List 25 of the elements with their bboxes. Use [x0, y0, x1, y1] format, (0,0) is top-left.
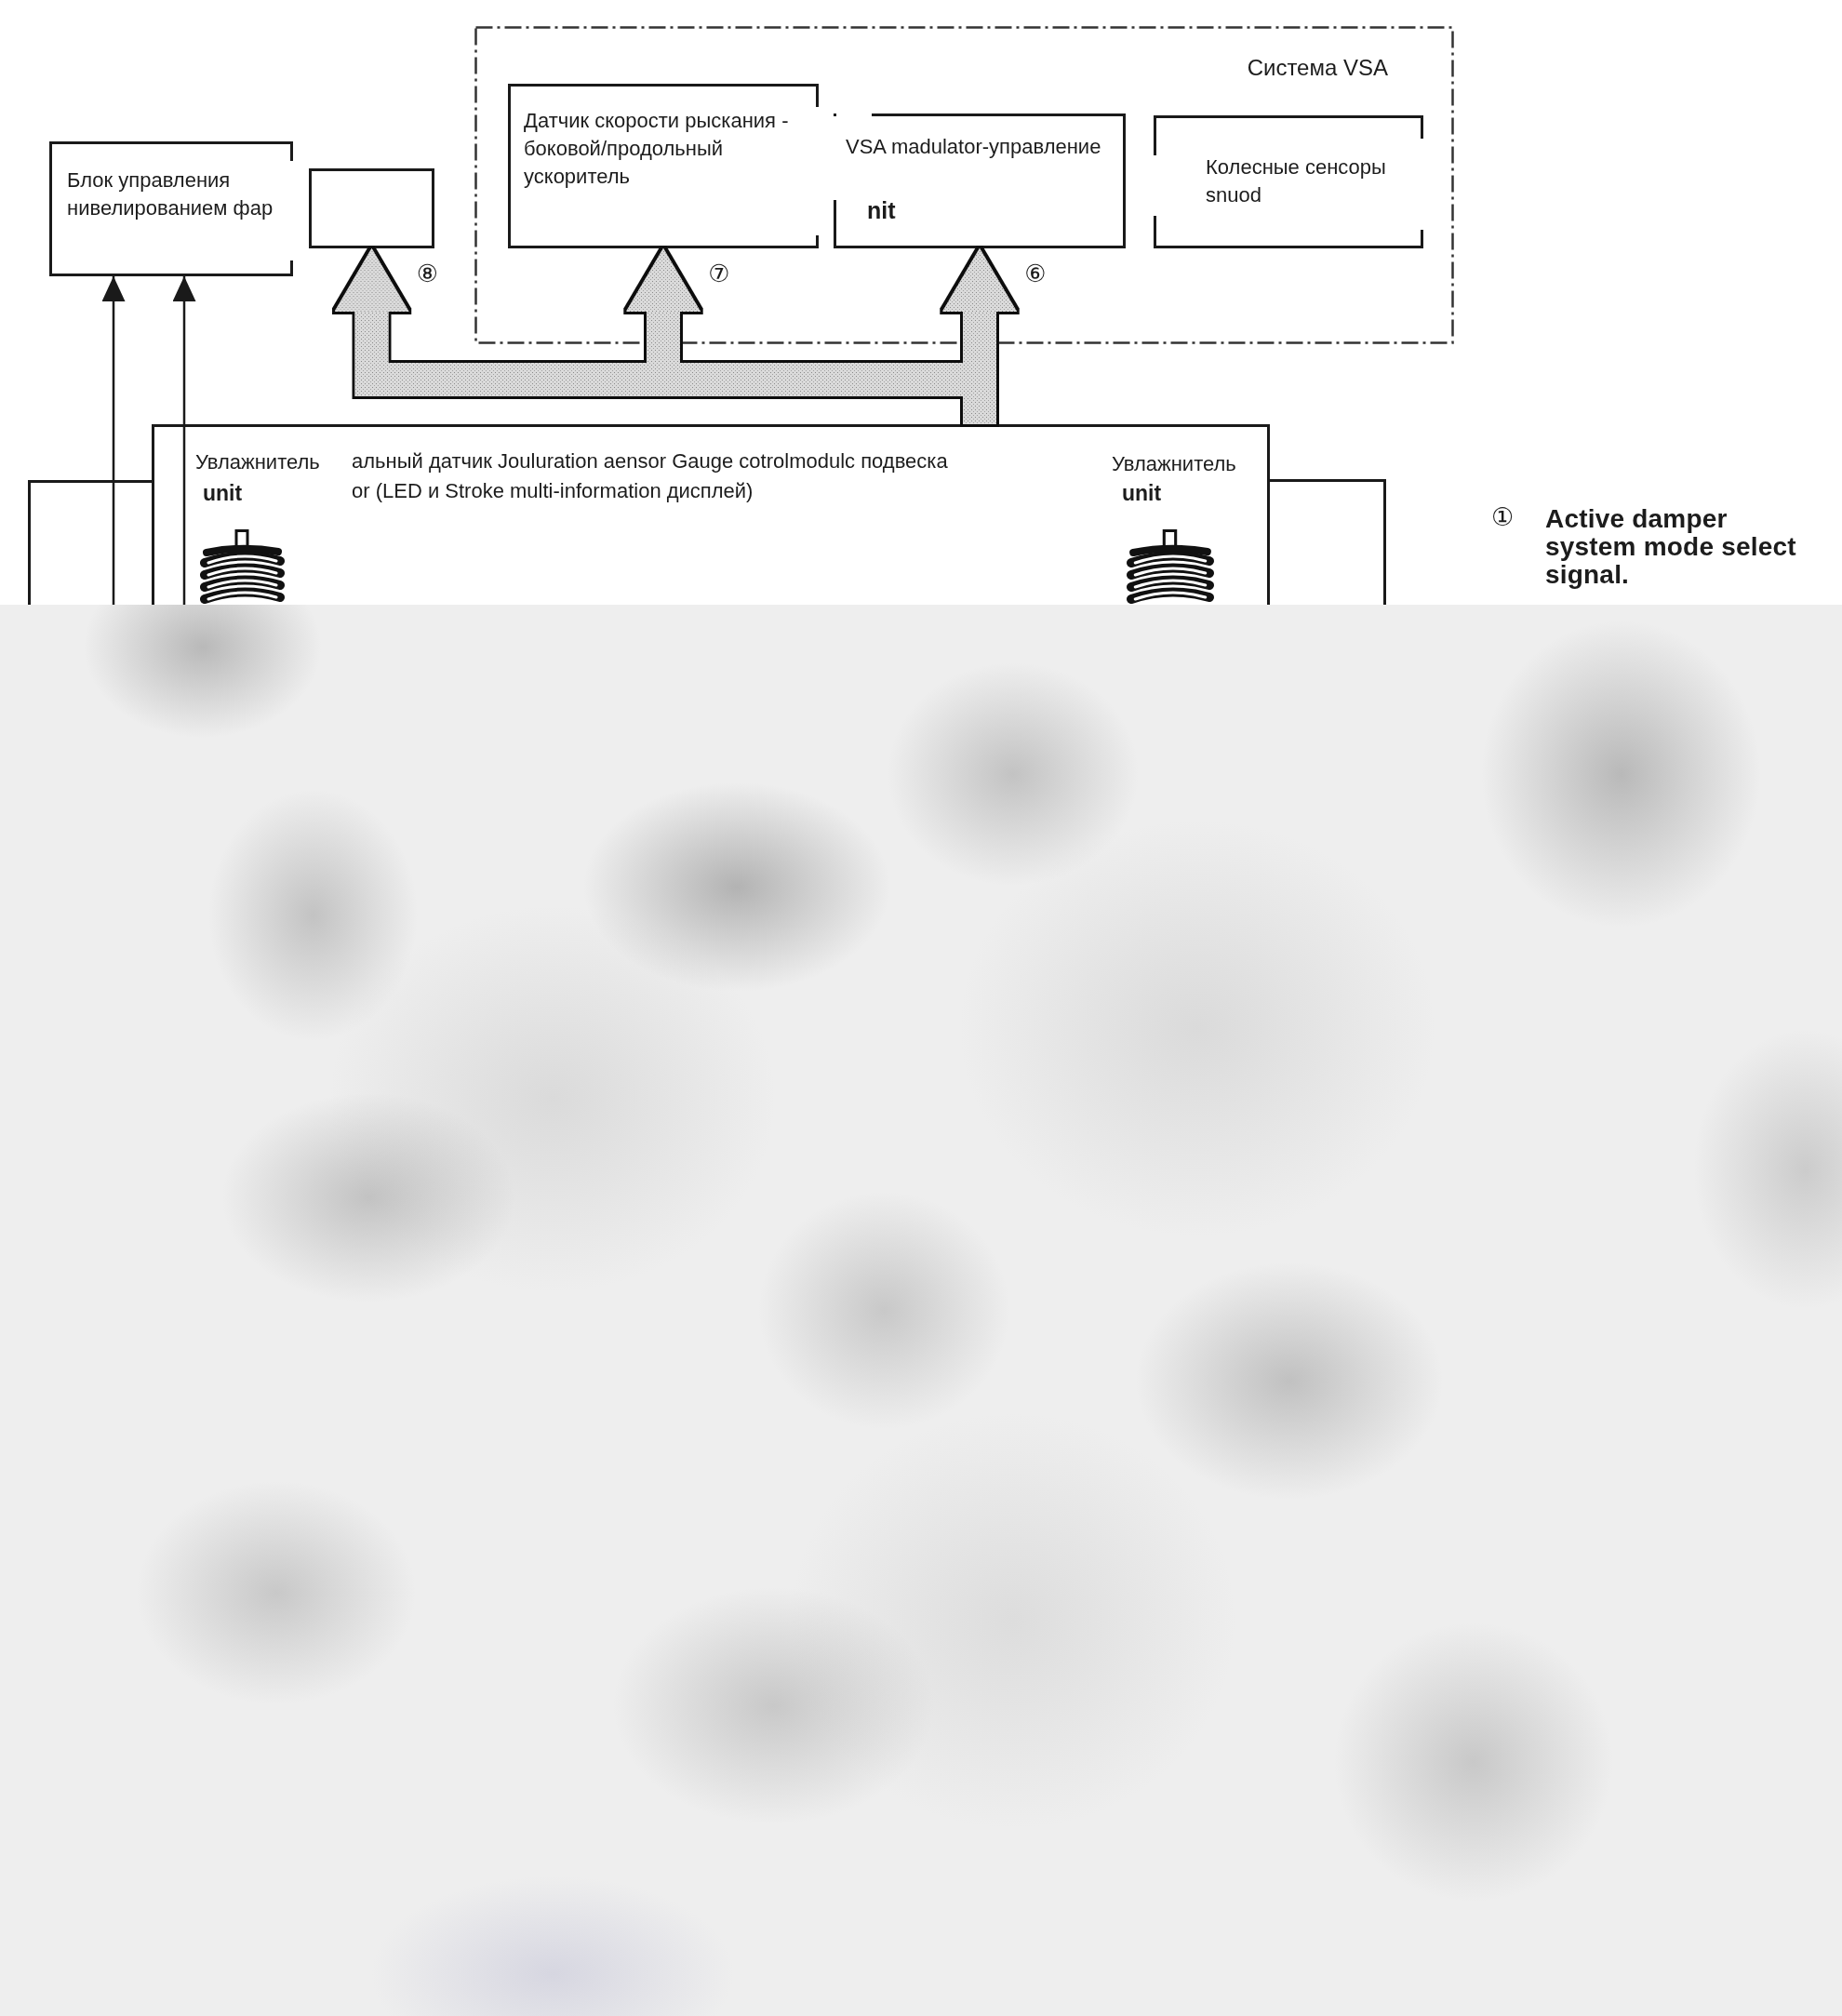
sensor-box — [1154, 115, 1423, 248]
arrow — [101, 276, 126, 605]
callout-number: ① — [1491, 503, 1515, 531]
empty-box — [309, 168, 434, 248]
box-label: Колесные сенсоры snuod — [1206, 154, 1387, 208]
component-label: unit — [203, 481, 243, 505]
box-label: nit — [867, 196, 896, 224]
sensor-box — [508, 84, 819, 248]
box-label: Блок управления нивелированием фар — [67, 167, 274, 221]
frame-label: альный датчик Jouluration aensor Gauge cotrolmodulc подвеска — [352, 449, 948, 474]
system-group-frame — [474, 26, 1454, 344]
box-label: Датчик скорости рыскания - боковой/продольный ускоритель — [524, 108, 790, 190]
frame-label: VSA madulator-управление — [846, 135, 1101, 159]
note-text: Active damper system mode select signal. — [1545, 505, 1797, 589]
group-title: Система VSA — [1247, 54, 1388, 82]
callout-number: ⑧ — [416, 260, 439, 287]
callout-number: ⑥ — [1024, 260, 1047, 287]
control-unit-box — [49, 141, 293, 276]
frame-label: or (LED и Stroke multi-information дисплей) — [352, 479, 754, 503]
modulator-box — [834, 113, 1126, 248]
component-label: Увлажнитель — [1112, 452, 1236, 476]
callout-number: ⑦ — [708, 260, 730, 287]
component-label: unit — [1122, 481, 1162, 505]
component-label: Увлажнитель — [195, 450, 320, 474]
arrow — [172, 276, 196, 605]
